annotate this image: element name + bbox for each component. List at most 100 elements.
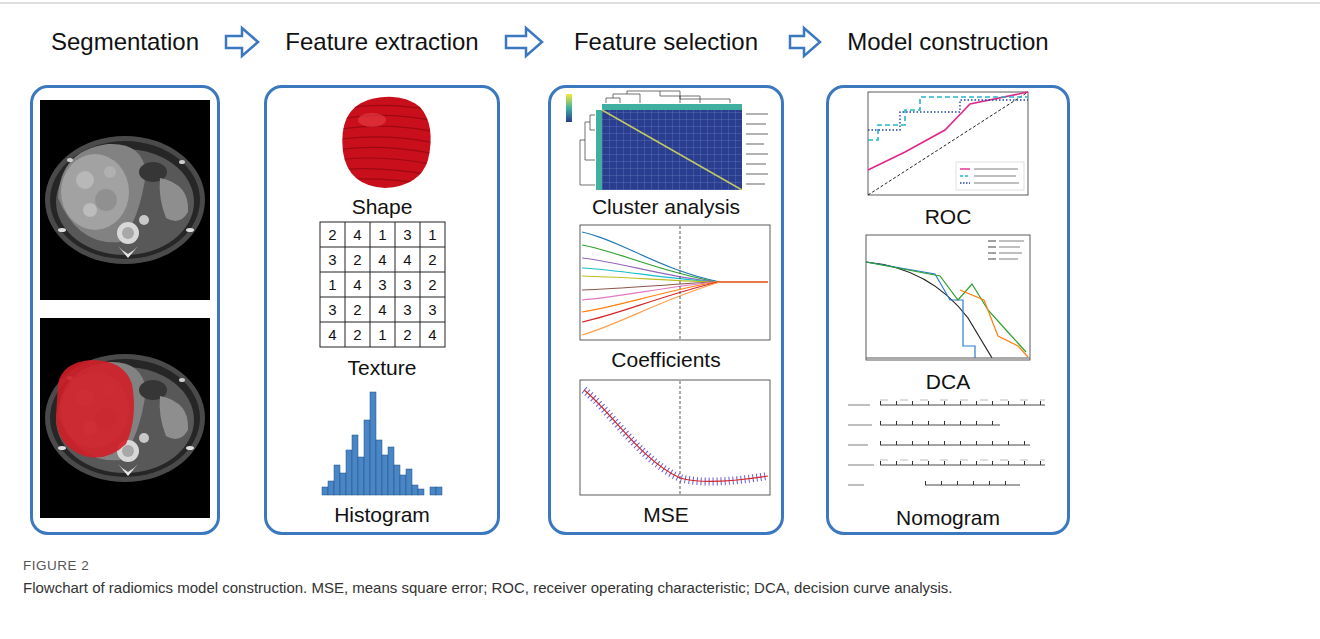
panel-heading: Feature selection xyxy=(574,28,758,56)
table-cell: 2 xyxy=(353,251,361,268)
shape-render xyxy=(335,115,440,122)
nomogram-plot xyxy=(880,400,1045,460)
table-cell: 3 xyxy=(378,276,386,293)
dca-plot xyxy=(999,241,1024,259)
histogram-plot xyxy=(370,392,376,495)
cluster-heatmap xyxy=(602,110,742,190)
figure-number: FIGURE 2 xyxy=(23,558,89,574)
roc-plot xyxy=(960,182,970,183)
shape-render xyxy=(358,113,386,127)
panel-label: Cluster analysis xyxy=(592,195,740,219)
histogram-plot xyxy=(430,487,436,495)
roc-plot xyxy=(868,92,1028,195)
coefficient-plot xyxy=(582,245,768,282)
flow-arrow xyxy=(226,28,258,56)
table-cell: 3 xyxy=(428,301,436,318)
panel-heading: Segmentation xyxy=(51,28,199,56)
table-cell: 2 xyxy=(353,301,361,318)
roc-plot xyxy=(868,92,1028,195)
ct-image xyxy=(40,100,210,300)
shape-render xyxy=(335,169,440,177)
cluster-heatmap xyxy=(602,104,742,110)
table-cell: 1 xyxy=(378,326,386,343)
texture-grid xyxy=(320,222,445,347)
table-cell: 2 xyxy=(428,251,436,268)
nomogram-plot xyxy=(848,405,874,485)
table-cell: 4 xyxy=(428,326,436,343)
table-cell: 4 xyxy=(353,226,361,243)
shape-render xyxy=(335,97,440,188)
shape-render xyxy=(335,137,440,144)
coefficient-plot xyxy=(582,282,768,312)
histogram-plot xyxy=(418,489,424,495)
histogram-plot xyxy=(340,473,346,495)
table-cell: 4 xyxy=(328,326,336,343)
table-cell: 3 xyxy=(328,301,336,318)
table-cell: 3 xyxy=(403,276,411,293)
table-cell: 4 xyxy=(378,251,386,268)
dca-plot xyxy=(866,262,975,358)
shape-render xyxy=(342,97,430,188)
panel-label: MSE xyxy=(643,503,689,527)
histogram-plot xyxy=(382,455,388,495)
coefficient-plot xyxy=(582,276,768,282)
histogram-plot xyxy=(322,487,328,495)
histogram-plot xyxy=(376,440,382,495)
panel-label: Histogram xyxy=(334,503,430,527)
table-cell: 1 xyxy=(428,226,436,243)
coefficient-plot xyxy=(580,225,770,340)
table-cell: 2 xyxy=(428,276,436,293)
histogram-plot xyxy=(388,447,394,495)
shape-render xyxy=(335,126,440,133)
histogram-plot xyxy=(406,469,412,495)
histogram-plot xyxy=(322,392,442,495)
roc-plot xyxy=(868,92,1028,170)
shape-render xyxy=(335,147,440,155)
table-cell: 3 xyxy=(403,301,411,318)
panel-heading: Model construction xyxy=(847,28,1048,56)
cluster-heatmap xyxy=(596,110,602,190)
shape-render xyxy=(335,105,440,112)
roc-plot xyxy=(960,175,970,176)
process-stage: Feature selectionCluster analysisCoeffic… xyxy=(548,22,784,535)
histogram-plot xyxy=(328,481,334,495)
roc-plot xyxy=(868,100,1028,130)
cluster-heatmap xyxy=(580,115,595,185)
table-cell: 2 xyxy=(328,226,336,243)
table-cell: 2 xyxy=(353,326,361,343)
mse-plot xyxy=(584,390,768,482)
shape-render xyxy=(335,179,440,186)
coefficient-plot xyxy=(582,268,768,282)
histogram-plot xyxy=(400,475,406,495)
roc-plot xyxy=(868,97,1028,140)
nomogram-plot xyxy=(880,403,1045,483)
panel-label: Coefficients xyxy=(611,348,720,372)
dca-plot xyxy=(960,290,1028,357)
ct-image xyxy=(56,360,134,458)
table-cell: 1 xyxy=(378,226,386,243)
table-cell: 1 xyxy=(328,276,336,293)
dca-plot xyxy=(866,235,1030,360)
histogram-plot xyxy=(358,457,364,495)
histogram-plot xyxy=(412,485,418,495)
dca-plot xyxy=(866,262,992,358)
flow-arrow xyxy=(790,28,820,56)
shape-render xyxy=(335,158,440,166)
histogram-plot xyxy=(352,435,358,495)
panel-label: ROC xyxy=(925,205,972,229)
mse-plot xyxy=(580,380,770,495)
histogram-plot xyxy=(334,465,340,495)
table-cell: 4 xyxy=(378,301,386,318)
dca-plot xyxy=(988,241,996,259)
coefficient-plot xyxy=(680,226,681,339)
panel-label: DCA xyxy=(926,370,970,394)
panel-heading: Feature extraction xyxy=(285,28,478,56)
texture-grid xyxy=(320,222,445,347)
cluster-heatmap xyxy=(566,94,572,122)
roc-plot xyxy=(974,169,1019,183)
flow-arrow xyxy=(506,28,542,56)
cluster-heatmap xyxy=(746,114,768,184)
mse-plot xyxy=(584,390,768,482)
